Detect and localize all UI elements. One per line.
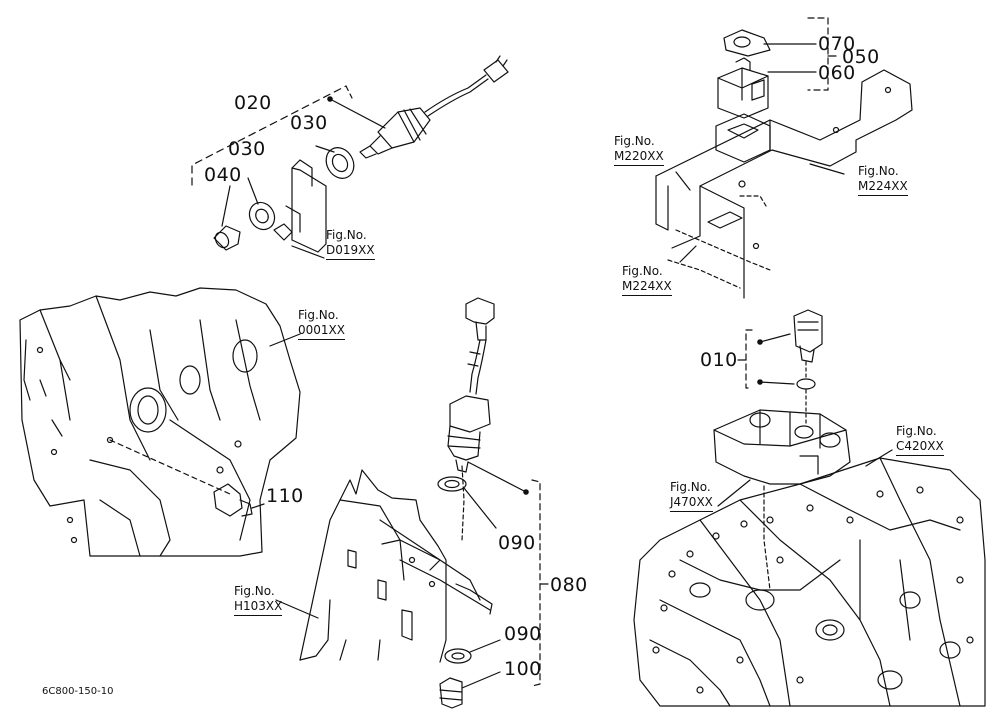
fig-ref-number: M220XX [614, 149, 664, 166]
fig-ref-number: 0001XX [298, 323, 345, 340]
fig-ref-caption: Fig.No. [326, 228, 367, 242]
engine-block-left [19, 287, 301, 557]
fig-ref-m224-right[interactable]: Fig.No. M224XX [858, 164, 908, 196]
fig-ref-number: H103XX [234, 599, 283, 616]
fig-ref-number: D019XX [326, 243, 375, 260]
fig-ref-m224-left[interactable]: Fig.No. M224XX [622, 264, 672, 296]
fig-ref-0001[interactable]: Fig.No. 0001XX [298, 308, 345, 340]
valve-bracket-upper-right [655, 17, 913, 299]
part-number-110: 110 [266, 485, 304, 507]
fig-ref-m220[interactable]: Fig.No. M220XX [614, 134, 664, 166]
fig-ref-h103[interactable]: Fig.No. H103XX [234, 584, 283, 616]
part-number-030-lower: 030 [228, 138, 266, 160]
fig-ref-caption: Fig.No. [670, 480, 711, 494]
fig-ref-number: M224XX [622, 279, 672, 296]
fig-ref-caption: Fig.No. [298, 308, 339, 322]
part-number-030-upper: 030 [290, 112, 328, 134]
fig-ref-caption: Fig.No. [896, 424, 937, 438]
sensor-assembly-upper-left [191, 55, 509, 259]
part-number-070: 070 [818, 33, 856, 55]
transmission-case-right [633, 309, 986, 707]
fig-ref-d019[interactable]: Fig.No. D019XX [326, 228, 375, 260]
fig-ref-number: C420XX [896, 439, 944, 456]
fig-ref-c420[interactable]: Fig.No. C420XX [896, 424, 944, 456]
part-number-020: 020 [234, 92, 272, 114]
fig-ref-caption: Fig.No. [234, 584, 275, 598]
part-number-050: 050 [842, 46, 880, 68]
part-number-090-upper: 090 [498, 532, 536, 554]
fig-ref-caption: Fig.No. [614, 134, 655, 148]
fig-ref-caption: Fig.No. [622, 264, 663, 278]
part-number-090-lower: 090 [504, 623, 542, 645]
part-number-040: 040 [204, 164, 242, 186]
sensor-assembly-center [275, 297, 549, 709]
fig-ref-number: J470XX [670, 495, 713, 512]
part-number-010: 010 [700, 349, 738, 371]
fig-ref-j470[interactable]: Fig.No. J470XX [670, 480, 713, 512]
part-number-100: 100 [504, 658, 542, 680]
part-number-080: 080 [550, 574, 588, 596]
part-number-060: 060 [818, 62, 856, 84]
fig-ref-caption: Fig.No. [858, 164, 899, 178]
diagram-code: 6C800-150-10 [42, 686, 114, 697]
fig-ref-number: M224XX [858, 179, 908, 196]
